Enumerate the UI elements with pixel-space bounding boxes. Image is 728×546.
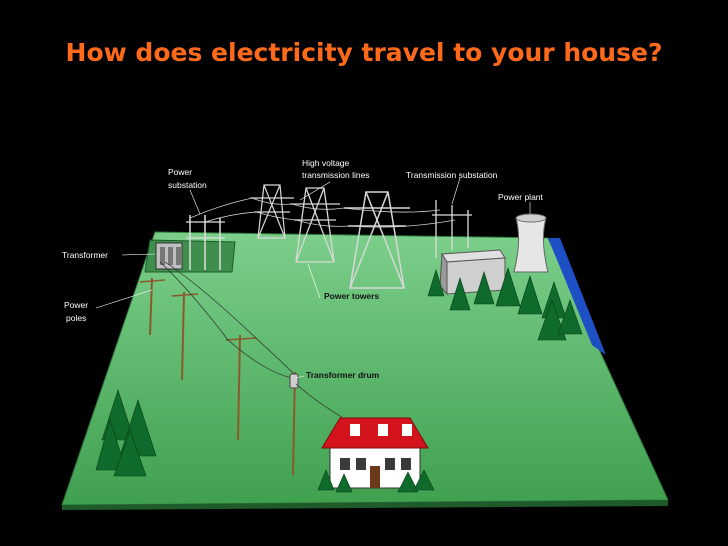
label-power-poles-line2: poles <box>66 313 86 323</box>
power-tower-1 <box>250 184 294 239</box>
power-tower-3 <box>344 191 410 289</box>
transformer-drum <box>289 373 299 389</box>
river <box>548 238 606 355</box>
leader-lines <box>95 177 531 379</box>
pole-crossarms <box>139 279 257 341</box>
label-power-plant: Power plant <box>498 192 544 202</box>
label-transformer: Transformer <box>62 250 108 260</box>
power-poles <box>149 277 296 476</box>
label-high-voltage-line1: High voltage <box>302 158 350 168</box>
label-power-substation-line2: substation <box>168 180 207 190</box>
high-voltage-lines <box>189 197 456 228</box>
tree-cluster-plant <box>427 267 583 341</box>
power-plant-building <box>439 249 506 296</box>
label-transmission-substation: Transmission substation <box>406 170 498 180</box>
distribution-wires <box>159 261 299 379</box>
tree-cluster-house <box>317 469 435 493</box>
label-power-substation-line1: Power <box>168 167 192 177</box>
label-power-poles-line1: Power <box>64 300 88 310</box>
transmission-substation <box>432 200 472 258</box>
ground-edge <box>62 500 668 510</box>
label-high-voltage-line2: transmission lines <box>302 170 370 180</box>
tree-cluster-left <box>95 389 157 477</box>
label-transformer-drum: Transformer drum <box>306 370 380 380</box>
label-power-towers: Power towers <box>324 291 380 301</box>
house <box>321 417 429 489</box>
slide-title: How does electricity travel to your hous… <box>65 38 663 67</box>
power-substation <box>144 215 236 273</box>
cooling-tower <box>513 213 549 273</box>
